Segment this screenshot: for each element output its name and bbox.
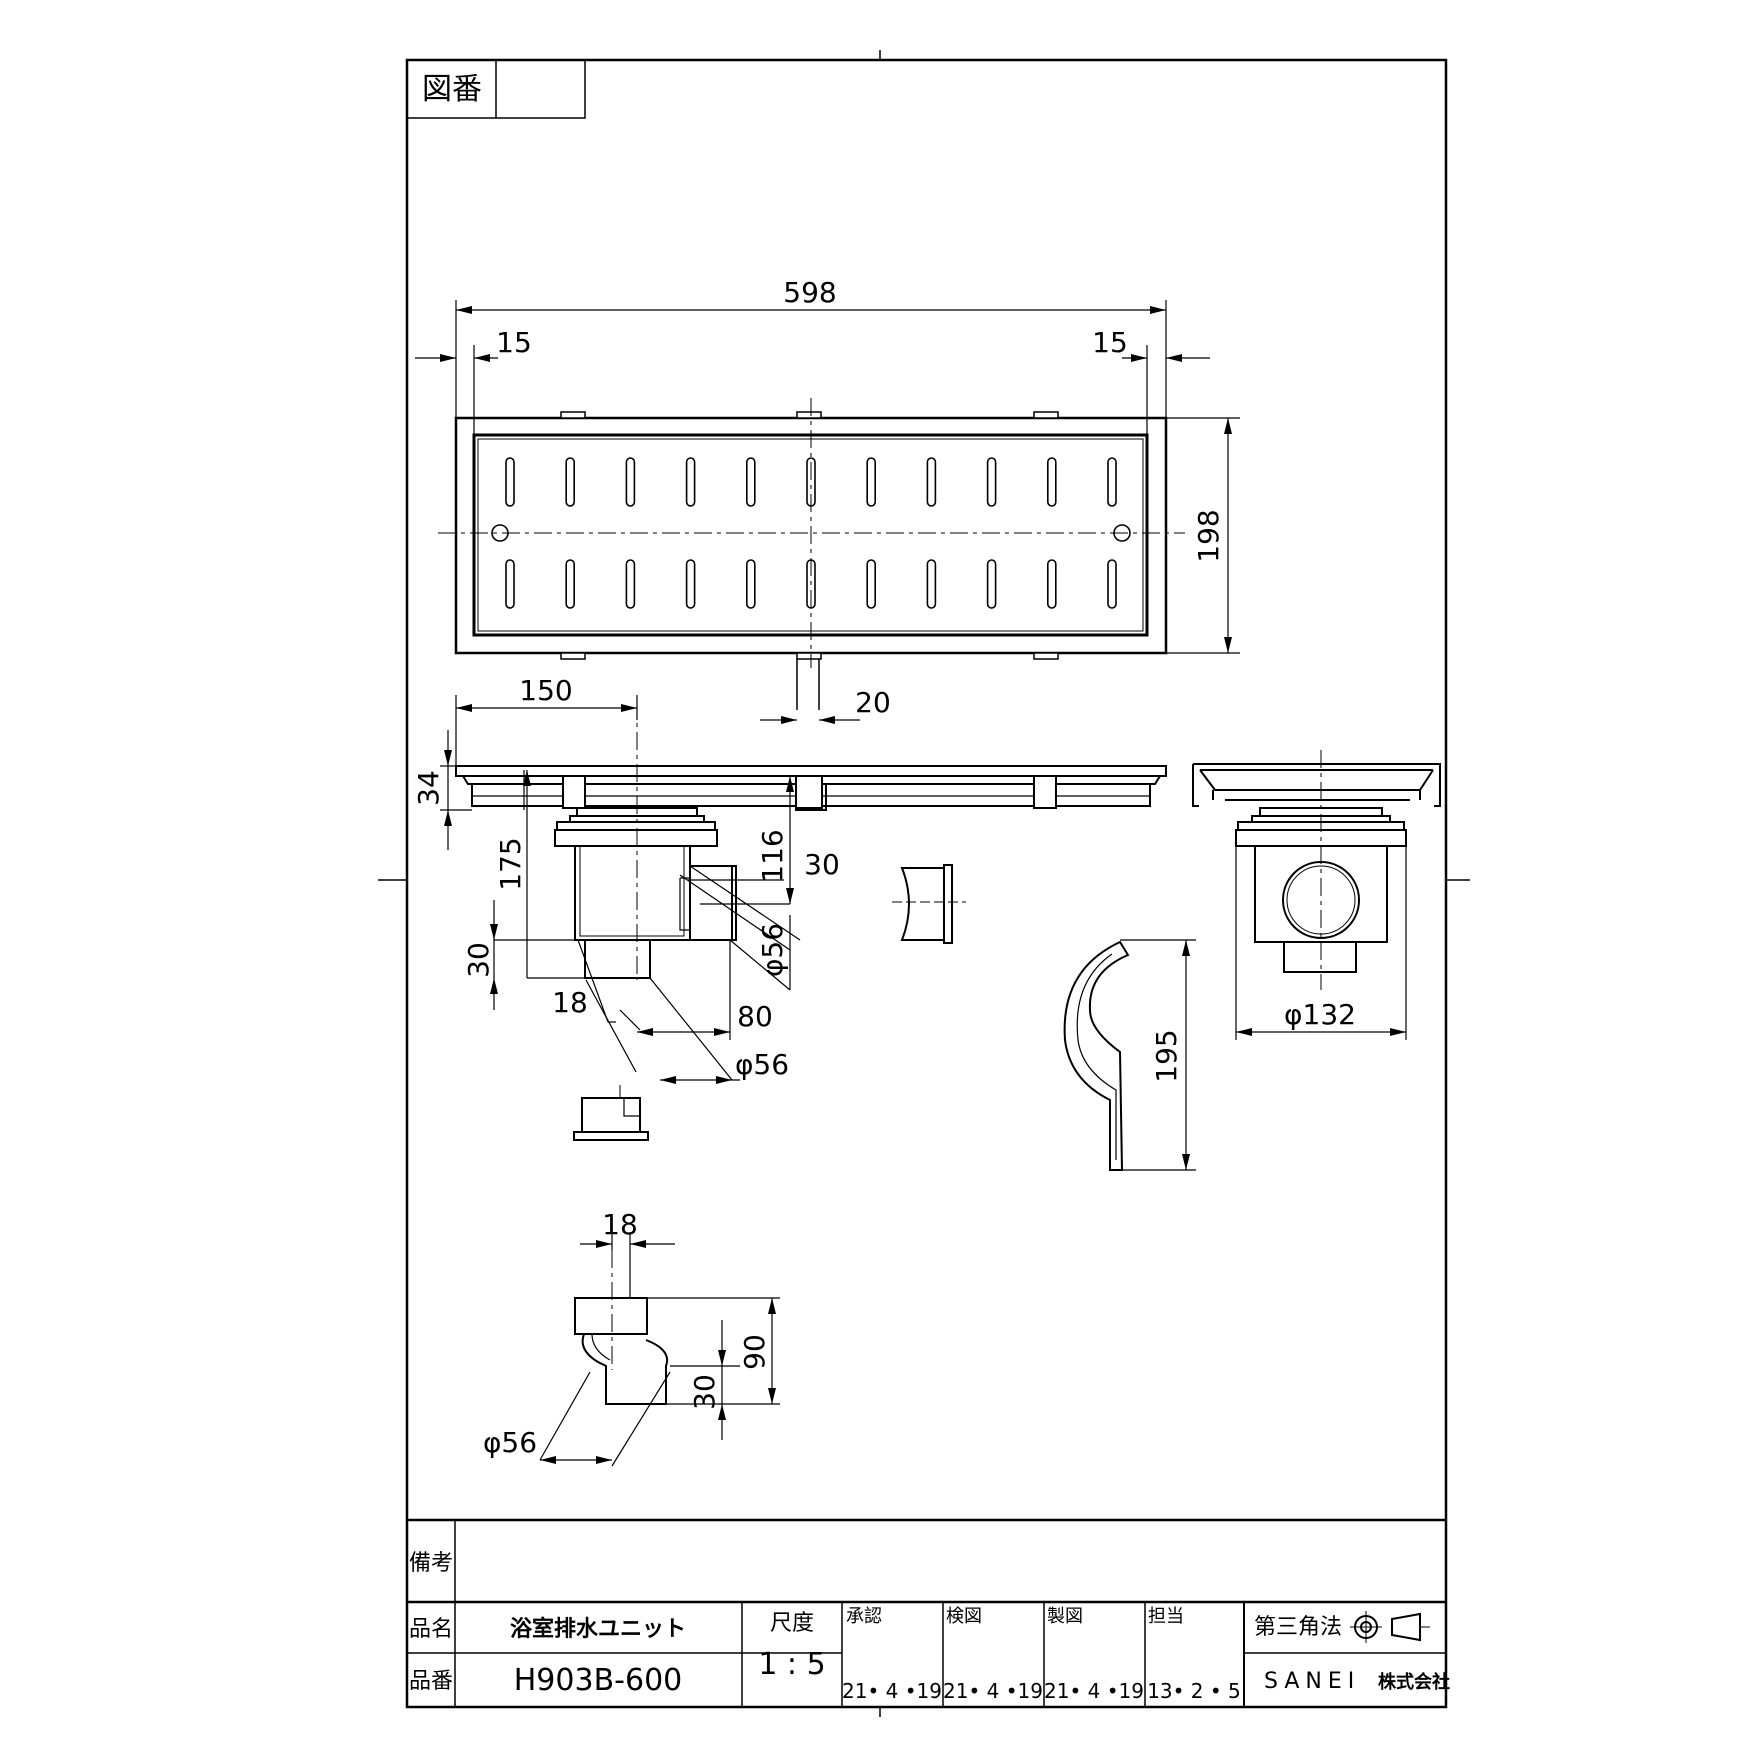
dim-adapter-step: 30 — [688, 1374, 721, 1410]
checked-label: 検図 — [946, 1606, 982, 1627]
dim-hook-length: 195 — [1150, 1029, 1183, 1082]
approved-date: 21• 4 •19 — [842, 1679, 942, 1703]
charge-label: 担当 — [1148, 1606, 1184, 1627]
third-angle-projection-icon — [1350, 1611, 1430, 1643]
dim-trap-depth: 175 — [494, 837, 527, 890]
dim-outlet-center: 80 — [737, 1000, 773, 1033]
top-view-arrows — [440, 306, 1232, 653]
dim-adapter-diameter: φ56 — [483, 1426, 537, 1459]
dim-flange-right: 15 — [1092, 326, 1128, 359]
adapter-part — [574, 1250, 668, 1405]
dim-outlet-diameter: φ56 — [756, 923, 789, 977]
dim-frame-height: 34 — [412, 770, 445, 806]
dim-overall-length: 598 — [783, 276, 836, 309]
checked-date: 21• 4 •19 — [943, 1679, 1043, 1703]
charge-date: 13• 2 • 5 — [1147, 1679, 1241, 1703]
grating-slot — [625, 457, 636, 507]
drawing-number-box: 図番 — [406, 59, 586, 119]
grating-slot — [1107, 559, 1117, 609]
title-block — [407, 1518, 1446, 1707]
grating-slot — [926, 559, 937, 609]
approved-label: 承認 — [846, 1606, 882, 1627]
scale-label: 尺度 — [770, 1611, 814, 1636]
plug-part — [573, 1085, 649, 1141]
center-marks — [378, 50, 1470, 1717]
screw-hole-left — [491, 524, 509, 542]
remarks-label: 備考 — [409, 1551, 453, 1576]
company-name: SANEI — [1264, 1669, 1360, 1694]
product-number-label: 品番 — [409, 1669, 453, 1694]
front-view — [455, 659, 1167, 980]
product-name-value: 浴室排水ユニット — [510, 1616, 686, 1642]
dim-body-diameter: φ132 — [1284, 998, 1356, 1031]
grating-slot — [685, 457, 696, 507]
dim-outlet-height: 116 — [756, 829, 789, 882]
dim-width: 198 — [1192, 509, 1225, 562]
side-view-dimensions — [1235, 846, 1407, 1040]
grating-slot — [986, 559, 997, 609]
hook-tool — [1063, 940, 1130, 1171]
drawn-label: 製図 — [1047, 1606, 1083, 1627]
grating-slot — [866, 559, 877, 609]
hook-dimension — [1120, 939, 1196, 1171]
dim-adapter-offset: 18 — [602, 1208, 638, 1241]
drawing-number-label: 図番 — [422, 72, 482, 107]
grating-slot — [1047, 457, 1057, 507]
grating-slots — [505, 457, 1117, 609]
dim-adapter-height: 90 — [738, 1334, 771, 1370]
cap-part — [892, 864, 966, 944]
dim-bottom-diameter: φ56 — [735, 1048, 789, 1081]
grating-slot — [986, 457, 997, 507]
grating-slot — [745, 559, 756, 609]
grating-slot — [866, 457, 877, 507]
grating-slot — [1047, 559, 1057, 609]
dim-bottom-offset: 18 — [552, 986, 588, 1019]
dim-bottom-height: 30 — [462, 942, 495, 978]
grating-slot — [926, 457, 937, 507]
product-number-value: H903B-600 — [514, 1663, 683, 1698]
grating-slot — [806, 559, 816, 609]
grating-slot — [745, 457, 756, 507]
front-view-arrows — [444, 704, 835, 1084]
company-suffix: 株式会社 — [1378, 1671, 1450, 1693]
drawn-date: 21• 4 •19 — [1044, 1679, 1144, 1703]
grating-slot — [505, 457, 515, 507]
product-name-label: 品名 — [409, 1617, 453, 1642]
projection-label: 第三角法 — [1254, 1615, 1342, 1640]
grating-slot — [806, 457, 816, 507]
dim-outlet-length: 30 — [804, 848, 840, 881]
dim-flange-left: 15 — [496, 326, 532, 359]
side-view-arrows — [1236, 1028, 1406, 1036]
grating-slot — [625, 559, 636, 609]
grating-slot — [505, 559, 515, 609]
screw-hole-right — [1113, 524, 1131, 542]
side-view — [1192, 750, 1441, 990]
dim-trap-offset: 150 — [519, 674, 572, 707]
grating-slot — [685, 559, 696, 609]
grating-slot — [1107, 457, 1117, 507]
dim-rib-width: 20 — [855, 686, 891, 719]
sheet-border — [405, 58, 1448, 1709]
grating-slot — [565, 457, 576, 507]
adapter-arrows — [540, 1240, 776, 1464]
top-view-centerlines — [438, 398, 1185, 668]
hook-arrows — [1182, 940, 1190, 1170]
scale-value: 1 : 5 — [758, 1647, 825, 1682]
top-view — [438, 398, 1185, 668]
grating-slot — [565, 559, 576, 609]
frame-tabs — [560, 411, 1059, 660]
